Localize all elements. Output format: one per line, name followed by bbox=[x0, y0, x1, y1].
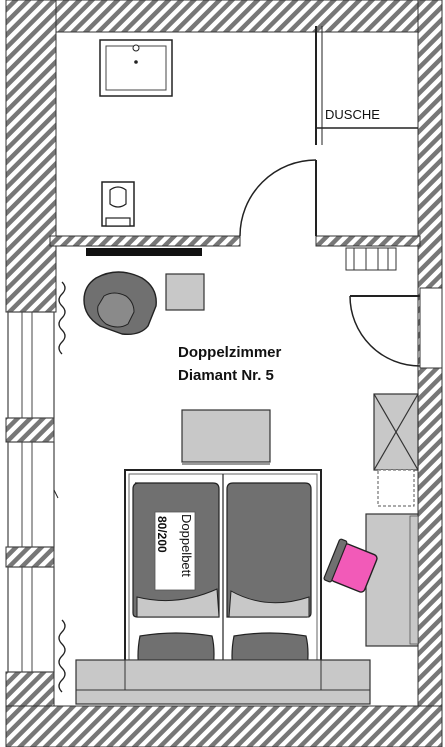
side-table bbox=[165, 273, 205, 311]
luggage-bench bbox=[181, 409, 271, 463]
wall-top bbox=[5, 0, 441, 33]
desk bbox=[365, 513, 419, 647]
sink-drain-icon bbox=[134, 60, 138, 64]
window-handle bbox=[53, 489, 59, 499]
wall-partition-left bbox=[49, 235, 241, 247]
desk-line bbox=[409, 515, 419, 645]
wall-right bbox=[417, 0, 443, 747]
bathroom-door[interactable] bbox=[239, 159, 317, 237]
toilet bbox=[101, 181, 135, 227]
wall-left-pillar-2 bbox=[5, 546, 55, 568]
curtains bbox=[58, 281, 66, 693]
wall-left-pillar-1 bbox=[5, 417, 55, 443]
bed-label-panel bbox=[154, 511, 196, 591]
sink-basin bbox=[105, 45, 167, 91]
curtain-bottom bbox=[58, 619, 66, 693]
wardrobe bbox=[373, 393, 419, 507]
window-3 bbox=[7, 566, 55, 673]
sink-tap-icon bbox=[132, 44, 140, 52]
window-1 bbox=[7, 311, 55, 419]
entry-door[interactable] bbox=[349, 287, 443, 369]
desk-chair bbox=[323, 538, 378, 593]
window-2 bbox=[7, 441, 55, 548]
wall-left-upper bbox=[5, 0, 57, 313]
bathroom: DUSCHE bbox=[99, 26, 418, 237]
radiator bbox=[345, 247, 397, 271]
windows bbox=[7, 311, 55, 673]
shower: DUSCHE bbox=[315, 26, 418, 145]
bed-size: 80/200 bbox=[155, 516, 169, 553]
curtain-top bbox=[58, 281, 66, 355]
shower-label: DUSCHE bbox=[325, 107, 380, 122]
room-title-line2: Diamant Nr. 5 bbox=[178, 367, 274, 384]
bed-label: Doppelbett bbox=[179, 514, 194, 577]
wall-bottom bbox=[5, 705, 443, 747]
duvet-right bbox=[226, 482, 312, 618]
room-title-line1: Doppelzimmer bbox=[178, 344, 282, 361]
wall-shelf-bar bbox=[86, 248, 202, 256]
armchair bbox=[83, 271, 157, 336]
double-bed: Doppelbett 80/200 bbox=[124, 469, 322, 689]
wall-partition-right bbox=[315, 235, 421, 247]
